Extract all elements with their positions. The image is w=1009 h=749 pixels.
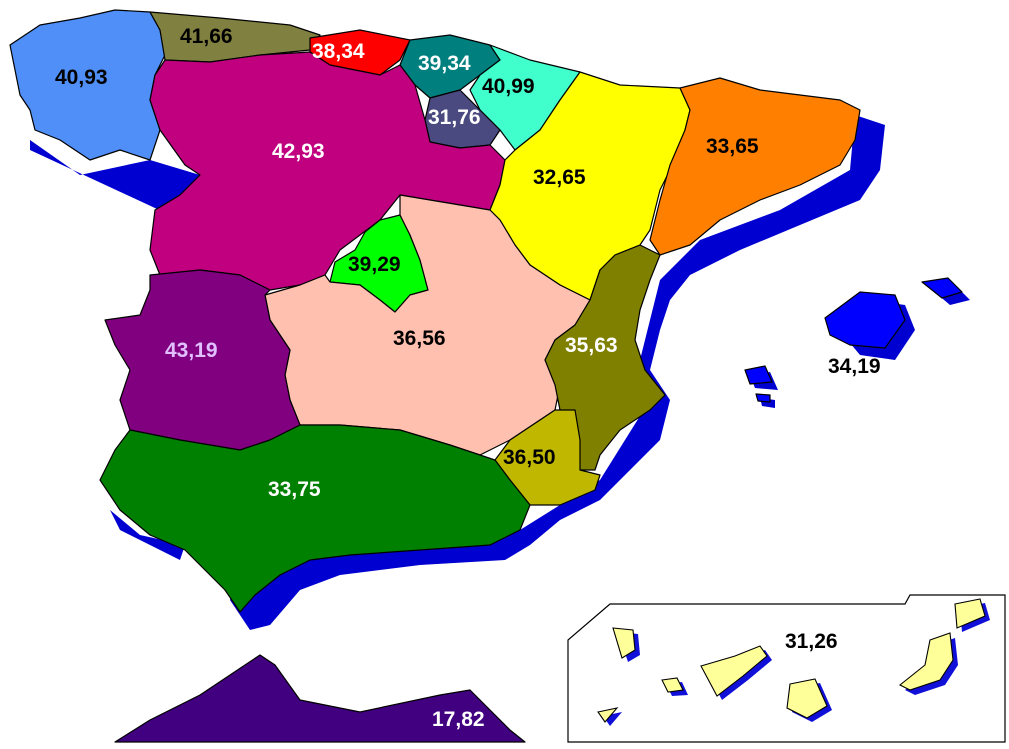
region-baleares[interactable] [744,277,970,408]
label-la-rioja: 31,76 [428,106,481,129]
label-ceuta-melilla: 17,82 [432,708,485,731]
region-value-labels: 40,93 41,66 38,34 39,34 40,99 31,76 42,9… [55,25,881,731]
label-cantabria: 38,34 [312,40,365,63]
label-madrid: 39,29 [348,253,401,276]
label-baleares: 34,19 [828,355,881,378]
label-murcia: 36,50 [503,446,556,469]
region-andalucia[interactable] [99,424,531,613]
label-castilla-leon: 42,93 [272,140,325,163]
label-extremadura: 43,19 [165,339,218,362]
label-asturias: 41,66 [180,25,233,48]
label-comunidad-valenciana: 35,63 [565,334,618,357]
canarias-inset[interactable] [567,594,1006,743]
label-cataluna: 33,65 [706,135,759,158]
label-aragon: 32,65 [533,166,586,189]
region-murcia[interactable] [494,409,601,506]
region-ceuta-melilla[interactable] [114,654,526,743]
region-cataluna[interactable] [649,77,861,256]
label-castilla-la-mancha: 36,56 [393,327,446,350]
coast-shadow [30,115,885,630]
label-navarra: 40,99 [482,75,535,98]
label-galicia: 40,93 [55,66,108,89]
label-canarias: 31,26 [785,630,838,653]
region-navarra[interactable] [469,44,581,151]
region-asturias[interactable] [149,11,321,63]
label-pais-vasco: 39,34 [418,52,471,75]
label-andalucia: 33,75 [268,478,321,501]
